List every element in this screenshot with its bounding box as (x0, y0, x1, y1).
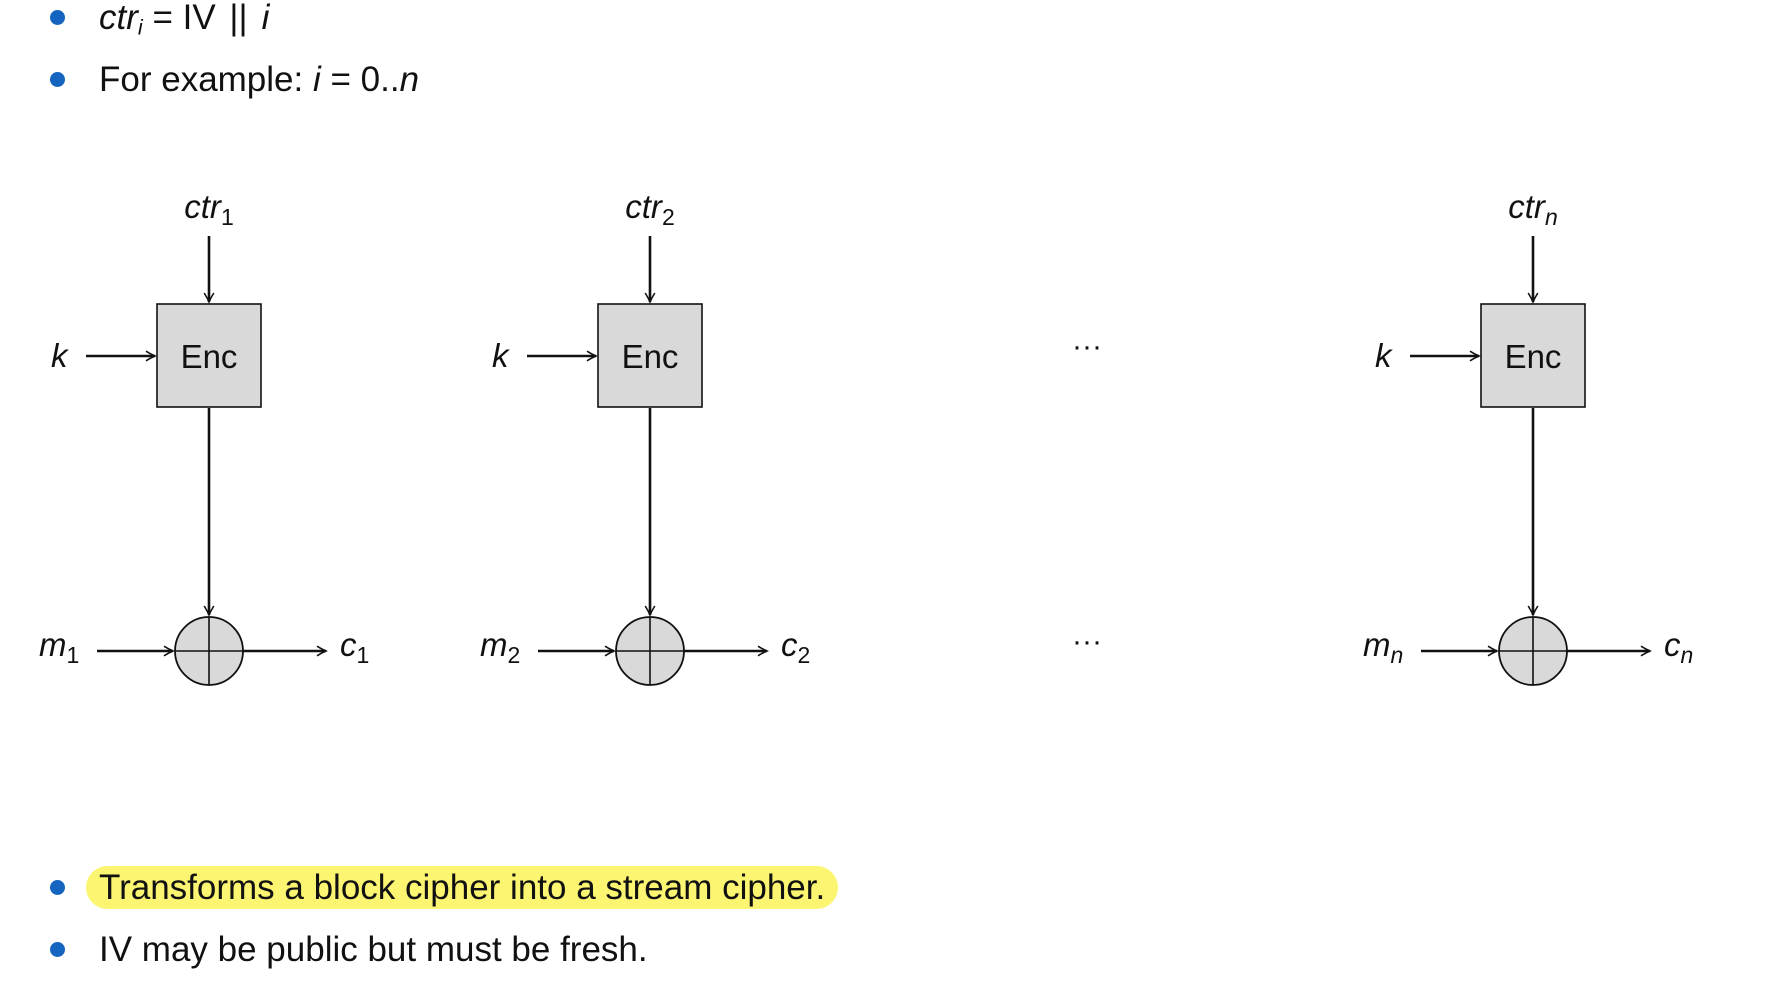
xor-icon (1498, 616, 1568, 686)
bottom-bullet-1: Transforms a block cipher into a stream … (48, 866, 839, 909)
ellipsis-xor-row: ··· (1072, 625, 1102, 658)
equals-iv: = IV (142, 0, 226, 37)
enc-box (156, 303, 262, 408)
bullet-dot-icon (50, 942, 65, 957)
bullet-dot-icon (50, 880, 65, 895)
xor-icon (174, 616, 244, 686)
ctr-subscript-i: i (137, 14, 143, 40)
key-label: k (51, 337, 69, 374)
ciphertext-label: c1 (340, 626, 369, 668)
concat-operator: || (229, 0, 248, 37)
bullet-example: For example: i = 0..n (48, 60, 419, 100)
xor-icon (615, 616, 685, 686)
ciphertext-label: c2 (781, 626, 810, 668)
cipher-block-1: ctr1 k Enc m1 c1 (39, 188, 369, 686)
ciphertext-label: cn (1664, 626, 1693, 668)
index-i: i (261, 0, 270, 37)
example-index-i: i (312, 60, 321, 99)
bullet-dot-icon (50, 72, 65, 87)
ctr-symbol: ctr (99, 0, 138, 37)
bullet-dot-icon (50, 10, 65, 25)
key-label: k (1375, 337, 1393, 374)
enc-label: Enc (622, 338, 679, 375)
enc-box (597, 303, 703, 408)
cipher-block-2: ctr2 k Enc m2 c2 (480, 188, 810, 686)
top-bullet-list: ctri = IV ||i For example: i = 0..n (48, 0, 419, 122)
example-prefix: For example: (99, 60, 313, 99)
enc-box (1480, 303, 1586, 408)
enc-label: Enc (181, 338, 238, 375)
ctr-label: ctr1 (184, 188, 233, 230)
bottom-bullet-list: Transforms a block cipher into a stream … (48, 866, 839, 992)
example-range: = 0.. (320, 60, 400, 99)
message-label: m2 (480, 626, 520, 668)
bullet-ctr-definition: ctri = IV ||i (48, 0, 419, 38)
example-index-n: n (399, 60, 420, 99)
cipher-block-3: ctrn k Enc mn cn (1363, 188, 1693, 686)
message-label: mn (1363, 626, 1403, 668)
ctr-label: ctr2 (625, 188, 674, 230)
key-label: k (492, 337, 510, 374)
ctr-label: ctrn (1508, 188, 1557, 230)
bullet-text: IV may be public but must be fresh. (99, 930, 648, 969)
ellipsis-enc-row: ··· (1072, 330, 1102, 363)
highlighted-bullet-text: Transforms a block cipher into a stream … (86, 866, 839, 909)
enc-label: Enc (1505, 338, 1562, 375)
message-label: m1 (39, 626, 79, 668)
bottom-bullet-2: IV may be public but must be fresh. (48, 930, 838, 970)
